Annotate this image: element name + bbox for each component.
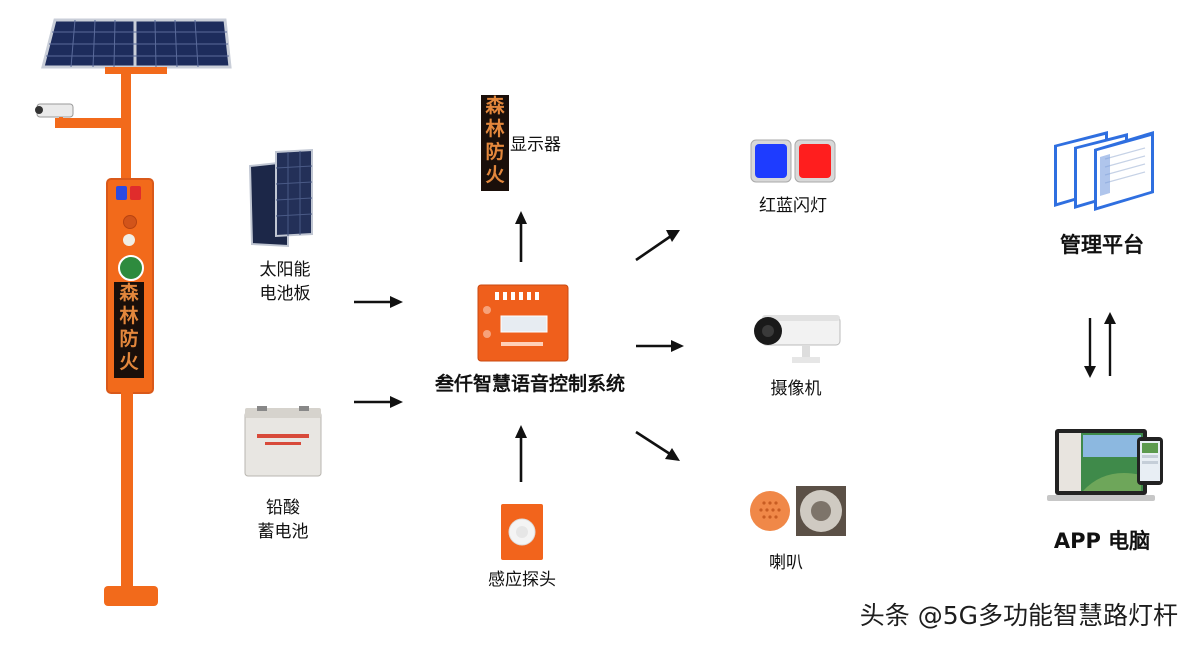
display-label: 显示器 — [510, 135, 561, 155]
strobe-label: 红蓝闪灯 — [759, 196, 827, 216]
management-platform-label: 管理平台 — [1060, 233, 1144, 257]
speaker-icon — [750, 486, 846, 536]
pole-logo-icon — [118, 255, 144, 281]
display-led-screen: 森 林 防 火 — [481, 95, 509, 191]
strobe-light-icon — [750, 139, 836, 183]
pole-led-char: 火 — [119, 351, 139, 373]
pole-solar-panel-icon — [41, 18, 232, 74]
arrow-controller-to-speaker — [635, 430, 680, 461]
display-led-char: 森 — [485, 95, 505, 117]
camera-label: 摄像机 — [770, 379, 822, 399]
bidirectional-arrow-icon — [1084, 312, 1116, 378]
arrow-battery-to-controller — [354, 396, 403, 408]
pole-led-char: 防 — [119, 328, 139, 350]
display-led-char: 火 — [485, 164, 505, 186]
display-led-char: 林 — [485, 118, 505, 140]
pole-led-char: 林 — [119, 305, 139, 327]
pole-lower — [121, 390, 133, 590]
battery-label: 铅酸 蓄电池 — [257, 498, 309, 542]
app-computer-icon — [1047, 429, 1163, 501]
pole-strobe-icon — [116, 186, 142, 200]
management-platform-icon — [1054, 131, 1154, 211]
camera-icon — [754, 315, 841, 363]
pole-base — [104, 586, 158, 606]
arrow-controller-to-camera — [636, 340, 684, 352]
arrow-controller-to-display — [515, 211, 527, 262]
pole-sensor-icon — [123, 234, 135, 246]
arrow-sensor-to-controller — [515, 425, 527, 482]
battery-icon — [244, 406, 322, 477]
smart-pole: 森 林 防 火 — [30, 10, 232, 610]
pole-led-char: 森 — [119, 282, 139, 304]
arrow-controller-to-strobe — [635, 230, 680, 262]
controller-label: 叁仟智慧语音控制系统 — [434, 373, 625, 395]
arrow-solar-to-controller — [354, 296, 403, 308]
controller-box-icon — [477, 284, 569, 362]
pole-led-screen: 森 林 防 火 — [114, 282, 144, 378]
watermark-text: 头条 @5G多功能智慧路灯杆 — [859, 601, 1178, 630]
solar-panel-label: 太阳能 电池板 — [259, 260, 311, 304]
speaker-label: 喇叭 — [769, 553, 803, 573]
motion-sensor-icon — [501, 504, 543, 560]
pole-upper — [121, 70, 131, 180]
pole-speaker-icon — [123, 215, 137, 229]
display-led-char: 防 — [485, 141, 505, 163]
sensor-label: 感应探头 — [488, 570, 556, 590]
pole-arm — [55, 118, 125, 128]
app-computer-label: APP 电脑 — [1053, 529, 1151, 553]
solar-panel-icon — [248, 148, 313, 248]
